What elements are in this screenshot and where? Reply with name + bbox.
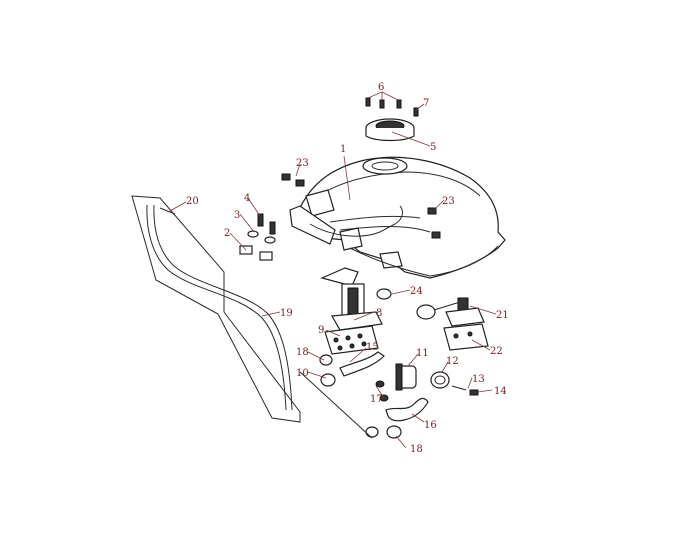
fitting-13-14 xyxy=(451,385,479,396)
callout-3: 3 xyxy=(234,210,240,221)
callout-9: 9 xyxy=(318,325,324,336)
hose-16 xyxy=(385,397,429,422)
callout-24: 24 xyxy=(410,286,423,297)
callouts: 1 2 3 4 5 6 7 8 9 10 11 12 13 14 15 16 1… xyxy=(186,82,509,455)
callout-6: 6 xyxy=(378,82,384,93)
callout-13: 13 xyxy=(472,374,485,385)
callout-8: 8 xyxy=(376,308,382,319)
grommet xyxy=(376,288,392,300)
caps-18 xyxy=(319,354,402,439)
fuel-level-sensor xyxy=(416,297,489,351)
callout-1: 1 xyxy=(340,144,346,155)
callout-2: 2 xyxy=(224,228,230,239)
callout-11: 11 xyxy=(416,348,429,359)
clamps-17-10 xyxy=(320,373,389,438)
callout-10: 10 xyxy=(296,368,309,379)
callout-7: 7 xyxy=(423,98,429,109)
connector-line xyxy=(299,371,373,439)
callout-21: 21 xyxy=(496,310,509,321)
hose-clamp-12 xyxy=(430,371,450,389)
leader-lines xyxy=(167,91,497,449)
fuel-pump xyxy=(320,267,383,355)
hose-15 xyxy=(339,351,385,377)
callout-18a: 18 xyxy=(296,347,309,358)
callout-17: 17 xyxy=(370,394,383,405)
mounting-hardware xyxy=(239,213,276,261)
callout-19: 19 xyxy=(280,308,293,319)
callout-4: 4 xyxy=(244,193,250,204)
callout-18b: 18 xyxy=(410,444,423,455)
fuel-cap xyxy=(365,118,415,142)
fuel-filter xyxy=(395,363,417,391)
callout-23a: 23 xyxy=(296,158,309,169)
cap-screws xyxy=(365,97,419,117)
callout-15: 15 xyxy=(366,342,379,353)
clips-23 xyxy=(281,173,441,239)
overflow-hose xyxy=(131,195,301,423)
callout-5: 5 xyxy=(430,142,436,153)
callout-22: 22 xyxy=(490,346,503,357)
callout-12: 12 xyxy=(446,356,459,367)
callout-14: 14 xyxy=(494,386,507,397)
callout-23b: 23 xyxy=(442,196,455,207)
fuel-tank xyxy=(289,156,506,279)
callout-16: 16 xyxy=(424,420,437,431)
callout-20: 20 xyxy=(186,196,199,207)
